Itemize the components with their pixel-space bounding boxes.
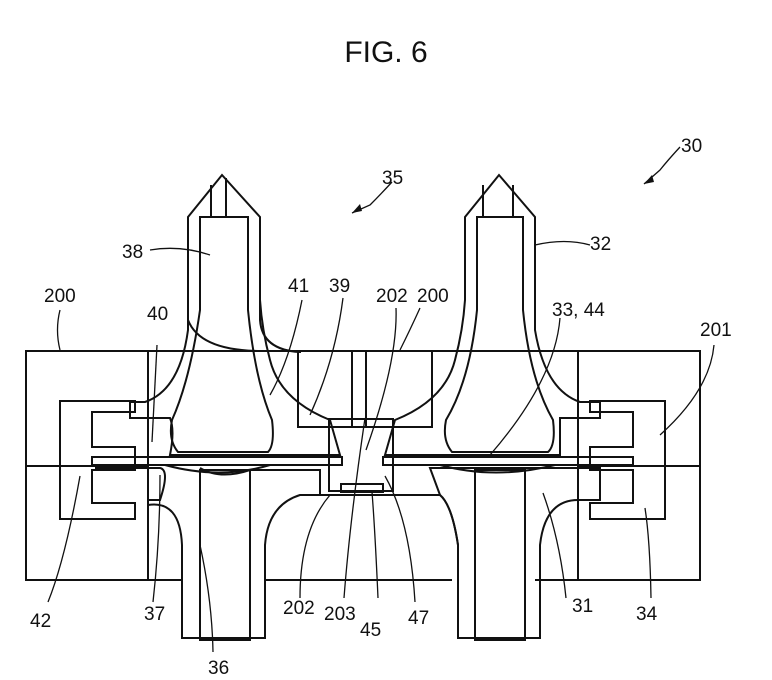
label-35: 35 xyxy=(382,168,403,189)
seal-center xyxy=(329,351,393,492)
label-34: 34 xyxy=(636,604,658,625)
label-41: 41 xyxy=(288,276,309,297)
housing-upper xyxy=(26,351,700,466)
label-40: 40 xyxy=(147,304,168,325)
label-202-bottom: 202 xyxy=(283,598,315,619)
label-201: 201 xyxy=(700,320,732,341)
label-37: 37 xyxy=(144,604,165,625)
label-202-top: 202 xyxy=(376,286,408,307)
label-39: 39 xyxy=(329,276,350,297)
label-31: 31 xyxy=(572,596,593,617)
seal-right xyxy=(590,401,665,519)
label-36: 36 xyxy=(208,658,229,679)
label-45: 45 xyxy=(360,620,381,641)
label-38: 38 xyxy=(122,242,143,263)
seal-left xyxy=(60,401,135,519)
label-200-left: 200 xyxy=(44,286,76,307)
label-30: 30 xyxy=(681,136,702,157)
label-203: 203 xyxy=(324,604,356,625)
label-33-44: 33, 44 xyxy=(552,300,605,321)
lower-body-right xyxy=(320,468,600,640)
membrane-plate xyxy=(92,457,633,473)
label-200-center: 200 xyxy=(417,286,449,307)
label-47: 47 xyxy=(408,608,429,629)
label-42: 42 xyxy=(30,611,51,632)
label-32: 32 xyxy=(590,234,611,255)
